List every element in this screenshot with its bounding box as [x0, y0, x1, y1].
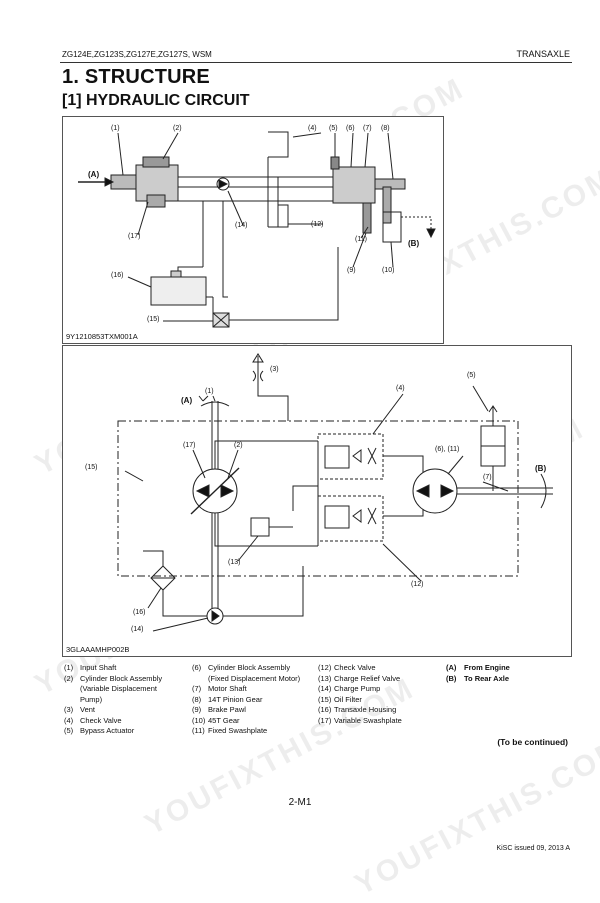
legend-text: (Variable Displacement — [80, 684, 157, 693]
legend-text: Charge Relief Valve — [334, 673, 401, 683]
callout-1: (1) — [111, 125, 120, 132]
legend-text: Fixed Swashplate — [208, 726, 268, 735]
callout-2: (2) — [173, 125, 182, 132]
callout-11: (11) — [355, 236, 367, 243]
legend-num: (6) — [192, 663, 202, 672]
arrow-from-engine-label: (A) — [88, 170, 100, 179]
callout-3: (3) — [270, 366, 279, 373]
callout-7: (7) — [363, 125, 372, 132]
section-subtitle: [1] HYDRAULIC CIRCUIT — [62, 92, 250, 109]
legend-text: Pump) — [80, 694, 103, 704]
legend-text: Vent — [80, 705, 96, 714]
callout-12: (12) — [311, 221, 324, 228]
callout-14: (14) — [235, 222, 248, 229]
figure-hydraulic-structure: (1) (2) (4) (5) (6) (7) (8) (17) (14) (1… — [62, 116, 444, 344]
callout-16: (16) — [111, 272, 124, 279]
header-divider — [60, 62, 572, 63]
legend-text: (Fixed Displacement Motor) — [208, 673, 301, 683]
legend-text: Transaxle Housing — [334, 705, 397, 714]
figure1-drawing — [78, 131, 436, 328]
figure1-code: 9Y1210853TXM001A — [66, 332, 138, 341]
legend-num: (2) — [64, 673, 74, 683]
legend-num: (8) — [192, 694, 202, 704]
page-title: 1. STRUCTURE — [62, 66, 210, 88]
legend-num — [192, 674, 208, 685]
legend-text: Motor Shaft — [208, 684, 247, 693]
arrow-to-axle-label: (B) — [408, 239, 420, 248]
callout-6-11: (6), (11) — [435, 446, 460, 453]
legend-num: (5) — [64, 726, 74, 735]
callout-16: (15) — [85, 464, 98, 471]
legend-num: (4) — [64, 715, 74, 725]
legend-num: (B) — [446, 673, 457, 683]
callout-5: (5) — [329, 125, 338, 132]
legend-num: (3) — [64, 705, 74, 714]
callout-10: (10) — [382, 267, 395, 274]
legend-text: Check Valve — [334, 663, 376, 672]
legend-num: (15) — [318, 694, 332, 704]
callout-6: (6) — [346, 125, 355, 132]
continued-note: (To be continued) — [497, 737, 568, 747]
legend-num — [64, 695, 80, 706]
legend-text: 45T Gear — [208, 715, 240, 725]
legend-text: Charge Pump — [334, 684, 381, 693]
legend-text: Check Valve — [80, 715, 122, 725]
callout-4: (4) — [308, 125, 317, 132]
callout-2: (2) — [234, 442, 243, 449]
legend-text: Cylinder Block Assembly — [208, 663, 291, 672]
callout-8: (8) — [381, 125, 390, 132]
callout-5: (5) — [467, 372, 476, 379]
legend-num: (11) — [192, 726, 205, 735]
legend-num: (16) — [318, 705, 332, 714]
callout-9: (9) — [347, 267, 356, 274]
legend-num: (A) — [446, 663, 457, 672]
legend-num: (9) — [192, 705, 202, 714]
callout-17: (17) — [128, 233, 141, 240]
legend-text: 14T Pinion Gear — [208, 694, 263, 704]
callout-1: (1) — [205, 388, 214, 395]
callout-7: (7) — [483, 474, 492, 481]
callout-17: (17) — [183, 442, 196, 449]
legend-num: (14) — [318, 684, 332, 693]
header-models: ZG124E,ZG123S,ZG127E,ZG127S, WSM — [62, 50, 212, 59]
page-number: 2-M1 — [288, 797, 312, 808]
legend-text: Bypass Actuator — [80, 726, 135, 735]
legend-num — [64, 684, 80, 695]
legend-text: Input Shaft — [80, 663, 117, 672]
legend-num: (13) — [318, 673, 332, 683]
callout-12: (12) — [411, 581, 424, 588]
figure-hydraulic-schematic: (1) (3) (4) (5) (17) (2) (6), (11) (7) (… — [62, 345, 572, 657]
callout-13: (13) — [228, 559, 241, 566]
arrow-to-axle-label: (B) — [535, 464, 547, 473]
legend-col-2: (6) Cylinder Block Assembly (Fixed Displa… — [192, 663, 300, 737]
legend-text: From Engine — [464, 663, 510, 672]
header-section: TRANSAXLE — [516, 49, 570, 59]
legend-text: Variable Swashplate — [334, 715, 402, 725]
callout-15: (15) — [147, 316, 160, 323]
legend-text: Cylinder Block Assembly — [80, 673, 163, 683]
legend-text: To Rear Axle — [464, 673, 510, 683]
legend-num: (1) — [64, 663, 74, 672]
legend-num: (17) — [318, 715, 332, 725]
callout-4: (4) — [396, 385, 405, 392]
watermark: YOUFIXTHIS.COM — [349, 731, 600, 902]
legend-text: Oil Filter — [334, 694, 362, 704]
figure2-drawing — [117, 353, 553, 632]
legend-col-3: (12)Check Valve (13)Charge Relief Valve … — [318, 663, 402, 726]
legend-col-1: (1) Input Shaft (2) Cylinder Block Assembl… — [64, 663, 162, 737]
legend-num: (12) — [318, 663, 332, 672]
callout-14: (14) — [131, 626, 144, 633]
figure2-code: 3GLAAAMHP002B — [66, 645, 130, 654]
callout-15: (16) — [133, 609, 146, 616]
legend-num: (10) — [192, 715, 206, 725]
legend-col-4: (A) From Engine (B) To Rear Axle — [446, 663, 510, 684]
arrow-from-engine-label: (A) — [181, 396, 193, 405]
footer-issue: KiSC issued 09, 2013 A — [496, 845, 570, 852]
legend-text: Brake Pawl — [208, 705, 246, 714]
legend-num: (7) — [192, 684, 202, 693]
